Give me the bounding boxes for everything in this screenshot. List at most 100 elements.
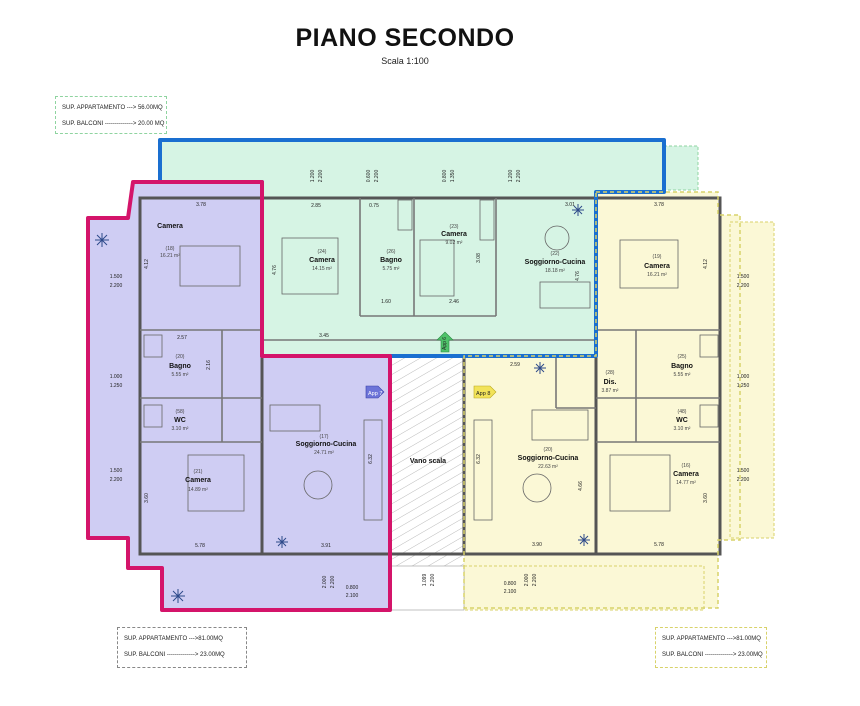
svg-text:1.500: 1.500 xyxy=(737,274,750,280)
opening-label: 1.200 2.200 0.600 2.200 0.800 1.350 1.20… xyxy=(110,170,750,599)
svg-text:Camera: Camera xyxy=(441,231,467,238)
page-title: PIANO SECONDO xyxy=(295,24,515,52)
dimension-label: 3.78 4.12 2.57 2.16 3.60 5.78 3.91 6.32 … xyxy=(144,202,709,549)
svg-text:9.02 m²: 9.02 m² xyxy=(446,240,463,246)
svg-text:(17): (17) xyxy=(320,434,329,440)
svg-text:3.91: 3.91 xyxy=(321,543,331,549)
svg-text:2.16: 2.16 xyxy=(206,360,212,370)
svg-text:Camera: Camera xyxy=(673,471,699,478)
svg-text:Soggiorno-Cucina: Soggiorno-Cucina xyxy=(525,259,586,266)
svg-text:1.500: 1.500 xyxy=(110,468,123,474)
svg-text:Soggiorno-Cucina: Soggiorno-Cucina xyxy=(296,441,357,448)
legend-bottom-left: SUP. APPARTAMENTO --->81.00MQ SUP. BALCO… xyxy=(117,627,247,668)
svg-text:1.000: 1.000 xyxy=(737,374,750,380)
svg-text:3.87 m²: 3.87 m² xyxy=(602,388,619,394)
svg-text:2.100: 2.100 xyxy=(346,593,359,599)
svg-text:App 7: App 7 xyxy=(368,391,382,397)
legend-top-left: SUP. APPARTAMENTO ---> 56.00MQ SUP. BALC… xyxy=(55,96,167,134)
svg-text:Camera: Camera xyxy=(309,257,335,264)
scale-label: Scala 1:100 xyxy=(381,56,429,66)
svg-text:(24): (24) xyxy=(318,249,327,255)
svg-text:2.200: 2.200 xyxy=(110,477,123,483)
svg-text:3.78: 3.78 xyxy=(196,202,206,208)
svg-text:(19): (19) xyxy=(653,254,662,260)
legend-bottom-right: SUP. APPARTAMENTO --->81.00MQ SUP. BALCO… xyxy=(655,627,767,668)
svg-text:5.75 m²: 5.75 m² xyxy=(383,266,400,272)
svg-text:22.63 m²: 22.63 m² xyxy=(538,464,558,470)
svg-text:1.000: 1.000 xyxy=(110,374,123,380)
svg-text:2.59: 2.59 xyxy=(510,362,520,368)
svg-text:0.800: 0.800 xyxy=(346,585,359,591)
svg-text:App 8: App 8 xyxy=(476,391,490,397)
svg-text:6.32: 6.32 xyxy=(368,454,374,464)
svg-text:(21): (21) xyxy=(194,469,203,475)
svg-text:3.78: 3.78 xyxy=(654,202,664,208)
legend-appartamento: SUP. APPARTAMENTO ---> 56.00MQ xyxy=(62,105,163,111)
svg-text:18.18 m²: 18.18 m² xyxy=(545,268,565,274)
svg-text:(20): (20) xyxy=(176,354,185,360)
svg-text:4.76: 4.76 xyxy=(575,271,581,281)
svg-text:(48): (48) xyxy=(678,409,687,415)
svg-text:2.200: 2.200 xyxy=(430,574,436,587)
plant-icon xyxy=(95,204,590,603)
svg-text:2.200: 2.200 xyxy=(374,170,380,183)
svg-text:5.78: 5.78 xyxy=(195,543,205,549)
svg-text:Camera: Camera xyxy=(157,223,183,230)
svg-text:3.08: 3.08 xyxy=(476,253,482,263)
svg-text:14.89 m²: 14.89 m² xyxy=(188,487,208,493)
svg-text:14.15 m²: 14.15 m² xyxy=(312,266,332,272)
svg-text:1.200: 1.200 xyxy=(508,170,514,183)
svg-text:(23): (23) xyxy=(450,224,459,230)
svg-text:4.12: 4.12 xyxy=(703,259,709,269)
svg-text:2.200: 2.200 xyxy=(330,576,336,589)
svg-text:14.77 m²: 14.77 m² xyxy=(676,480,696,486)
svg-text:3.10 m²: 3.10 m² xyxy=(172,426,189,432)
apartment-8-tag: App 8 xyxy=(473,385,497,399)
svg-text:2.000: 2.000 xyxy=(524,574,530,587)
apartment-8-area xyxy=(464,192,740,608)
apartment-8-outline xyxy=(463,191,741,609)
svg-text:(22): (22) xyxy=(551,251,560,257)
svg-text:1.60: 1.60 xyxy=(381,299,391,305)
svg-text:(18): (18) xyxy=(166,246,175,252)
svg-text:16.21 m²: 16.21 m² xyxy=(160,253,180,259)
svg-text:(28): (28) xyxy=(606,370,615,376)
svg-text:2.200: 2.200 xyxy=(737,477,750,483)
svg-text:Camera: Camera xyxy=(644,263,670,270)
svg-text:Dis.: Dis. xyxy=(604,379,617,386)
svg-text:2.000: 2.000 xyxy=(322,576,328,589)
svg-text:3.90: 3.90 xyxy=(532,542,542,548)
apartment-6-tag: App 6 xyxy=(436,331,454,353)
svg-text:2.200: 2.200 xyxy=(318,170,324,183)
svg-text:1.099: 1.099 xyxy=(422,574,428,587)
apartment-7-area xyxy=(88,182,390,610)
svg-text:(16): (16) xyxy=(682,463,691,469)
svg-text:0.800: 0.800 xyxy=(442,170,448,183)
svg-text:24.71 m²: 24.71 m² xyxy=(314,450,334,456)
svg-text:WC: WC xyxy=(676,417,688,424)
svg-text:2.200: 2.200 xyxy=(737,283,750,289)
svg-text:5.55 m²: 5.55 m² xyxy=(674,372,691,378)
balcony-top-right xyxy=(663,145,699,191)
svg-text:6.32: 6.32 xyxy=(476,454,482,464)
svg-text:16.21 m²: 16.21 m² xyxy=(647,272,667,278)
svg-text:(20): (20) xyxy=(544,447,553,453)
svg-text:4.66: 4.66 xyxy=(578,481,584,491)
svg-text:Bagno: Bagno xyxy=(380,257,402,264)
svg-text:Bagno: Bagno xyxy=(169,363,191,370)
svg-text:2.100: 2.100 xyxy=(504,589,517,595)
svg-text:5.55 m²: 5.55 m² xyxy=(172,372,189,378)
svg-text:(26): (26) xyxy=(387,249,396,255)
legend-balconi: SUP. BALCONI --------------> 23.00MQ xyxy=(662,652,763,658)
apartment-7-tag: App 7 xyxy=(365,385,385,399)
svg-text:(25): (25) xyxy=(678,354,687,360)
apartment-6-area xyxy=(160,140,664,356)
svg-text:Vano scala: Vano scala xyxy=(410,458,446,465)
svg-text:0.600: 0.600 xyxy=(366,170,372,183)
room-label: Camera (18) 16.21 m² Bagno (20) 5.55 m² … xyxy=(157,223,699,493)
svg-text:1.250: 1.250 xyxy=(737,383,750,389)
legend-appartamento: SUP. APPARTAMENTO --->81.00MQ xyxy=(124,636,223,642)
balcony-bottom-right xyxy=(463,565,705,611)
svg-text:2.46: 2.46 xyxy=(449,299,459,305)
